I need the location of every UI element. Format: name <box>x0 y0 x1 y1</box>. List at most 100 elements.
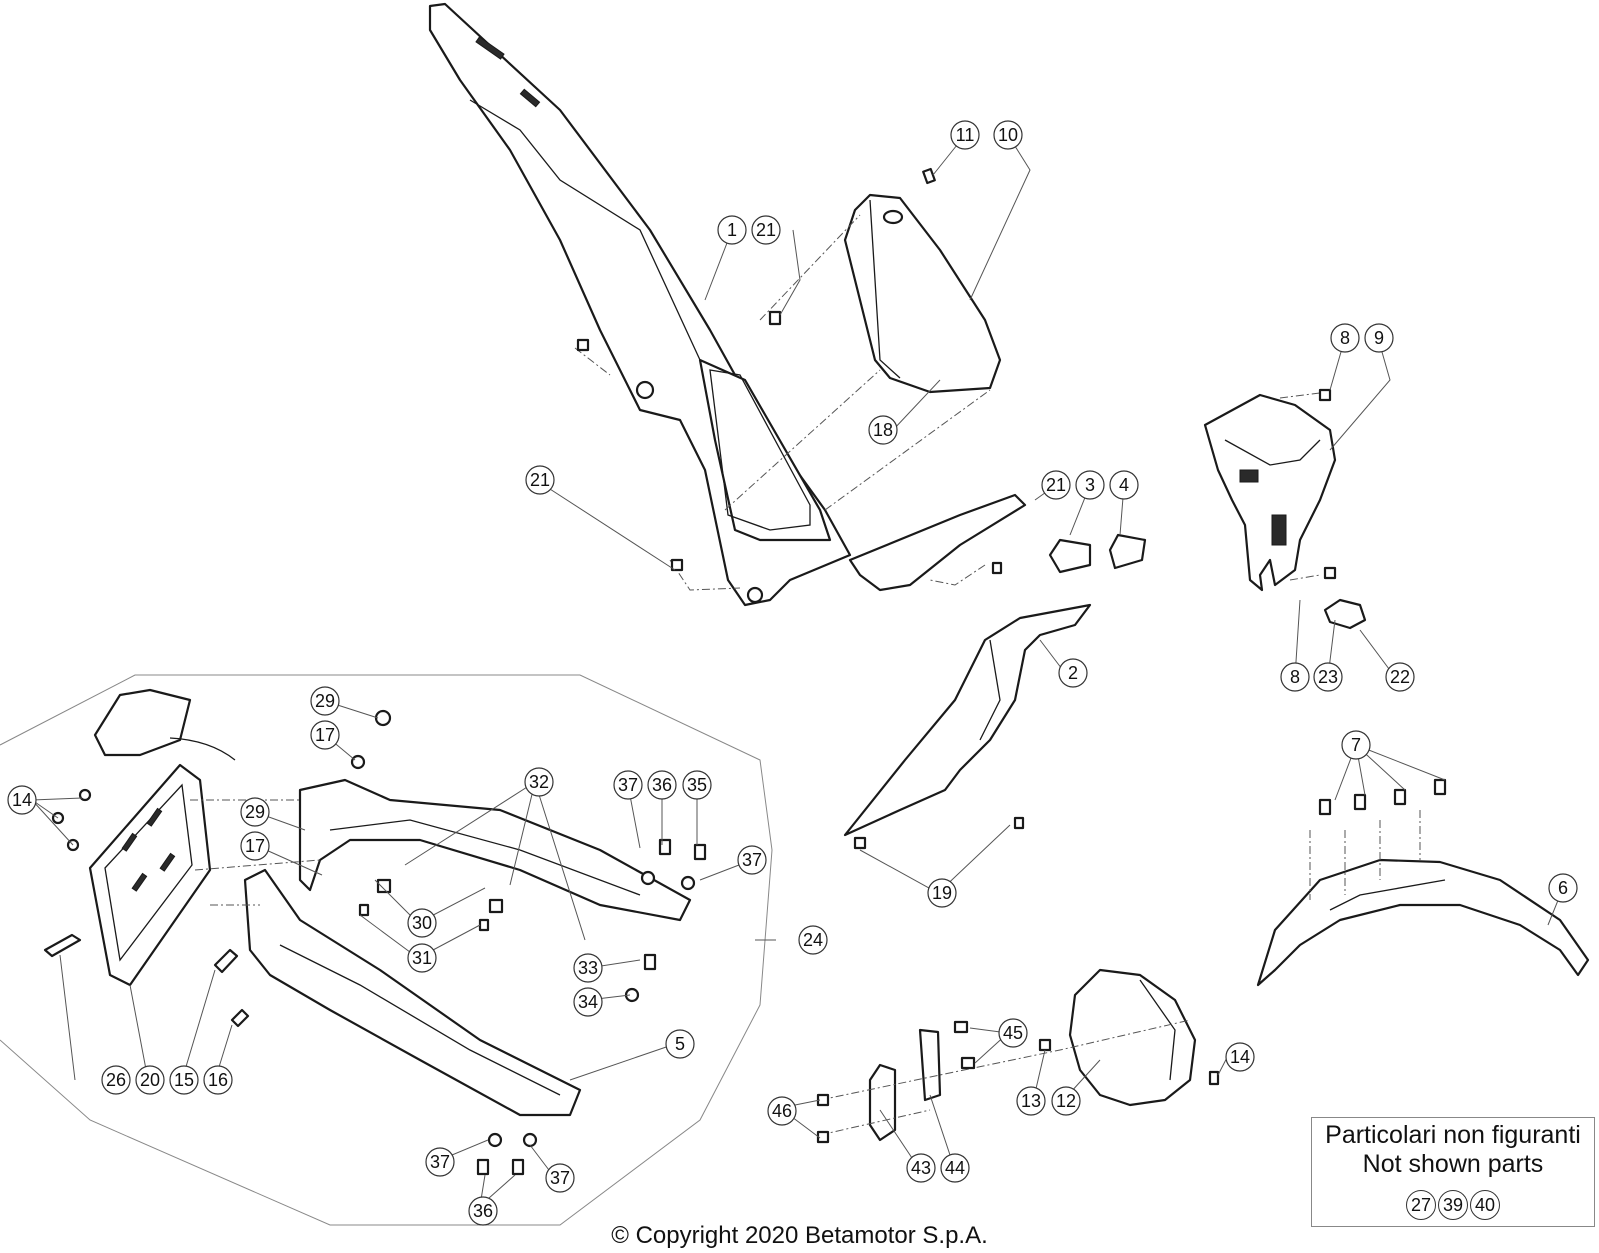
svg-text:37: 37 <box>430 1152 450 1172</box>
hardware <box>51 167 1447 1176</box>
callout: 12 <box>1051 1086 1081 1116</box>
subframe-5 <box>243 778 692 1117</box>
svg-text:14: 14 <box>1230 1047 1250 1067</box>
svg-text:30: 30 <box>412 913 432 933</box>
svg-text:2: 2 <box>1068 663 1078 683</box>
svg-text:7: 7 <box>1351 735 1361 755</box>
callout: 21 <box>1041 470 1071 500</box>
svg-text:17: 17 <box>245 836 265 856</box>
svg-text:32: 32 <box>529 772 549 792</box>
svg-text:33: 33 <box>578 958 598 978</box>
assembly-line <box>574 347 611 376</box>
callout: 8 <box>1330 323 1360 353</box>
callout: 19 <box>927 878 957 908</box>
callout: 36 <box>647 770 677 800</box>
callout: 37 <box>737 845 767 875</box>
callout: 35 <box>682 770 712 800</box>
callout: 32 <box>524 767 554 797</box>
svg-text:31: 31 <box>412 948 432 968</box>
legend-title-italian: Particolari non figuranti <box>1325 1121 1581 1149</box>
svg-text:37: 37 <box>618 775 638 795</box>
callout: 17 <box>240 831 270 861</box>
callout: 24 <box>798 925 828 955</box>
svg-text:24: 24 <box>803 930 823 950</box>
svg-text:34: 34 <box>578 992 598 1012</box>
callout: 6 <box>1548 873 1578 903</box>
callout: 36 <box>468 1196 498 1226</box>
callout: 34 <box>573 987 603 1017</box>
callout: 7 <box>1341 730 1371 760</box>
svg-text:10: 10 <box>998 125 1018 145</box>
callout: 9 <box>1364 323 1394 353</box>
disc-guard-12 <box>1068 968 1197 1107</box>
callout: 29 <box>310 686 340 716</box>
assembly-line <box>724 369 881 511</box>
svg-text:14: 14 <box>12 790 32 810</box>
callout: 4 <box>1109 470 1139 500</box>
callout: 46 <box>767 1096 797 1126</box>
callout: 33 <box>573 953 603 983</box>
callout: 5 <box>665 1029 695 1059</box>
license-plate-20 <box>88 763 212 987</box>
callout: 21 <box>751 215 781 245</box>
svg-text:3: 3 <box>1085 475 1095 495</box>
callout: 2 <box>1058 658 1088 688</box>
callout: 8 <box>1280 662 1310 692</box>
part-4 <box>1108 533 1147 570</box>
assembly-line <box>1289 574 1321 581</box>
svg-text:37: 37 <box>742 850 762 870</box>
callout: 18 <box>868 415 898 445</box>
tail-light <box>93 688 192 757</box>
svg-text:29: 29 <box>245 802 265 822</box>
legend-title-english: Not shown parts <box>1362 1150 1544 1178</box>
reflector-26 <box>43 933 82 958</box>
svg-text:37: 37 <box>550 1168 570 1188</box>
svg-text:19: 19 <box>932 883 952 903</box>
svg-text:22: 22 <box>1390 667 1410 687</box>
callout: 37 <box>425 1147 455 1177</box>
svg-text:26: 26 <box>106 1070 126 1090</box>
svg-text:15: 15 <box>174 1070 194 1090</box>
callout: 23 <box>1313 662 1343 692</box>
svg-text:4: 4 <box>1119 475 1129 495</box>
svg-text:20: 20 <box>140 1070 160 1090</box>
svg-text:8: 8 <box>1290 667 1300 687</box>
callout: 13 <box>1016 1086 1046 1116</box>
side-panel-1 <box>428 2 1027 607</box>
callout: 30 <box>407 908 437 938</box>
svg-text:18: 18 <box>873 420 893 440</box>
svg-text:46: 46 <box>772 1101 792 1121</box>
assembly-line <box>819 1109 931 1136</box>
legend-part-number: 39 <box>1438 1190 1468 1220</box>
assembly-line <box>1279 392 1321 399</box>
callout: 17 <box>310 720 340 750</box>
callout: 15 <box>169 1065 199 1095</box>
legend-part-number: 40 <box>1470 1190 1500 1220</box>
svg-text:1: 1 <box>727 220 737 240</box>
svg-text:11: 11 <box>956 125 975 145</box>
svg-text:21: 21 <box>756 220 776 240</box>
svg-text:21: 21 <box>530 470 550 490</box>
kit-outline <box>0 674 773 1226</box>
pin-15 <box>213 948 239 974</box>
callout: 16 <box>203 1065 233 1095</box>
not-shown-parts-legend: Particolari non figuranti Not shown part… <box>1311 1117 1595 1227</box>
svg-text:44: 44 <box>945 1158 965 1178</box>
callout: 3 <box>1075 470 1105 500</box>
legend-part-number: 27 <box>1406 1190 1436 1220</box>
assembly-line <box>929 564 986 586</box>
callout: 31 <box>407 943 437 973</box>
svg-text:23: 23 <box>1318 667 1338 687</box>
callout: 37 <box>545 1163 575 1193</box>
callout: 21 <box>525 465 555 495</box>
callout: 10 <box>993 120 1023 150</box>
clamp-22 <box>1323 598 1367 630</box>
svg-text:16: 16 <box>208 1070 228 1090</box>
headlight-mask-9 <box>1203 393 1337 592</box>
svg-text:5: 5 <box>675 1034 685 1054</box>
svg-text:21: 21 <box>1046 475 1066 495</box>
svg-text:29: 29 <box>315 691 335 711</box>
svg-text:13: 13 <box>1021 1091 1041 1111</box>
